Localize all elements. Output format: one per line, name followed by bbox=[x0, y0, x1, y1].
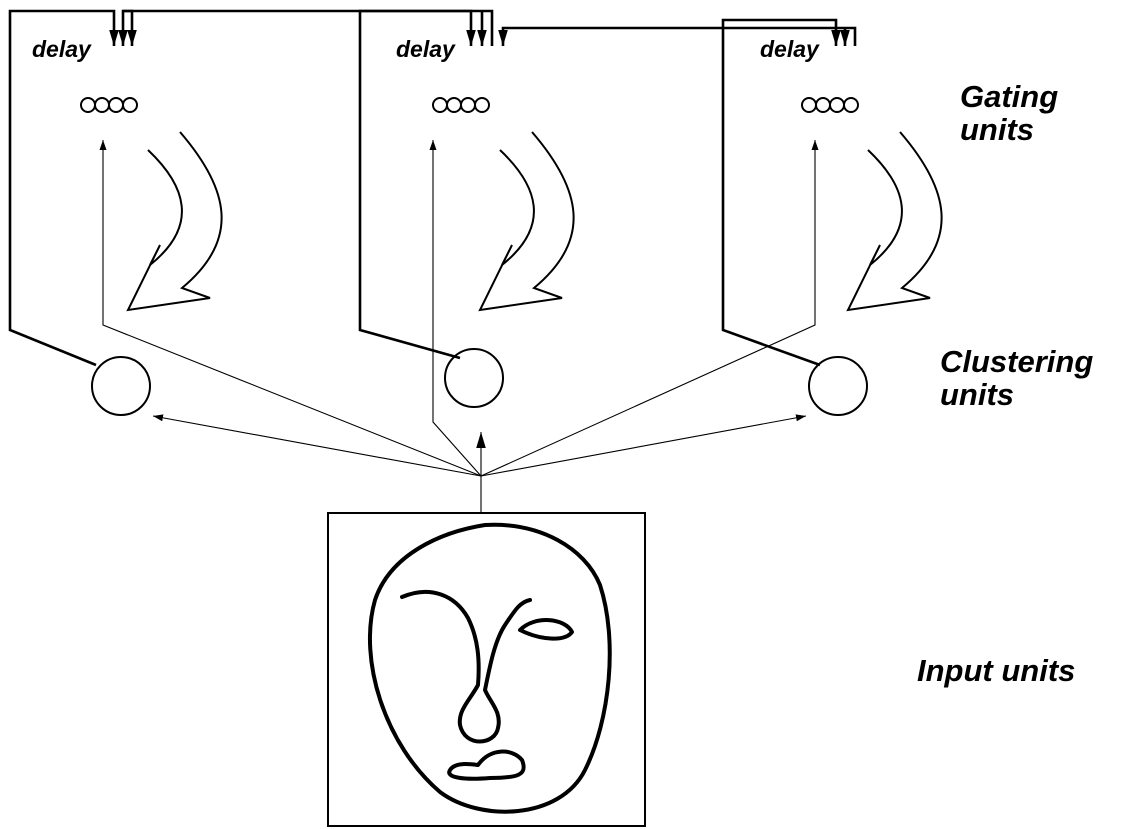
gating-modulation-arrow-left bbox=[126, 131, 223, 312]
gating-units-left bbox=[80, 97, 138, 113]
input-fanout bbox=[99, 140, 819, 513]
gating-modulation-arrow-right bbox=[846, 131, 943, 312]
feedback-connections bbox=[8, 9, 857, 367]
clustering-unit-middle bbox=[444, 348, 504, 408]
clustering-unit-left bbox=[91, 356, 151, 416]
gating-units-right bbox=[801, 97, 859, 113]
gating-units-label-line2: units bbox=[960, 112, 1034, 147]
delay-label-middle: delay bbox=[396, 36, 456, 62]
gating-units-label-line1: Gating bbox=[960, 79, 1058, 114]
face-icon bbox=[367, 522, 612, 814]
input-units-label: Input units bbox=[917, 653, 1075, 688]
clustering-units-label-line1: Clustering bbox=[940, 344, 1093, 379]
delay-label-right: delay bbox=[760, 36, 820, 62]
gating-units-middle bbox=[432, 97, 490, 113]
clustering-unit-right bbox=[808, 356, 868, 416]
gating-modulation-arrow-middle bbox=[478, 131, 575, 312]
clustering-units-label-line2: units bbox=[940, 377, 1014, 412]
delay-label-left: delay bbox=[32, 36, 92, 62]
input-units-box bbox=[327, 512, 646, 827]
